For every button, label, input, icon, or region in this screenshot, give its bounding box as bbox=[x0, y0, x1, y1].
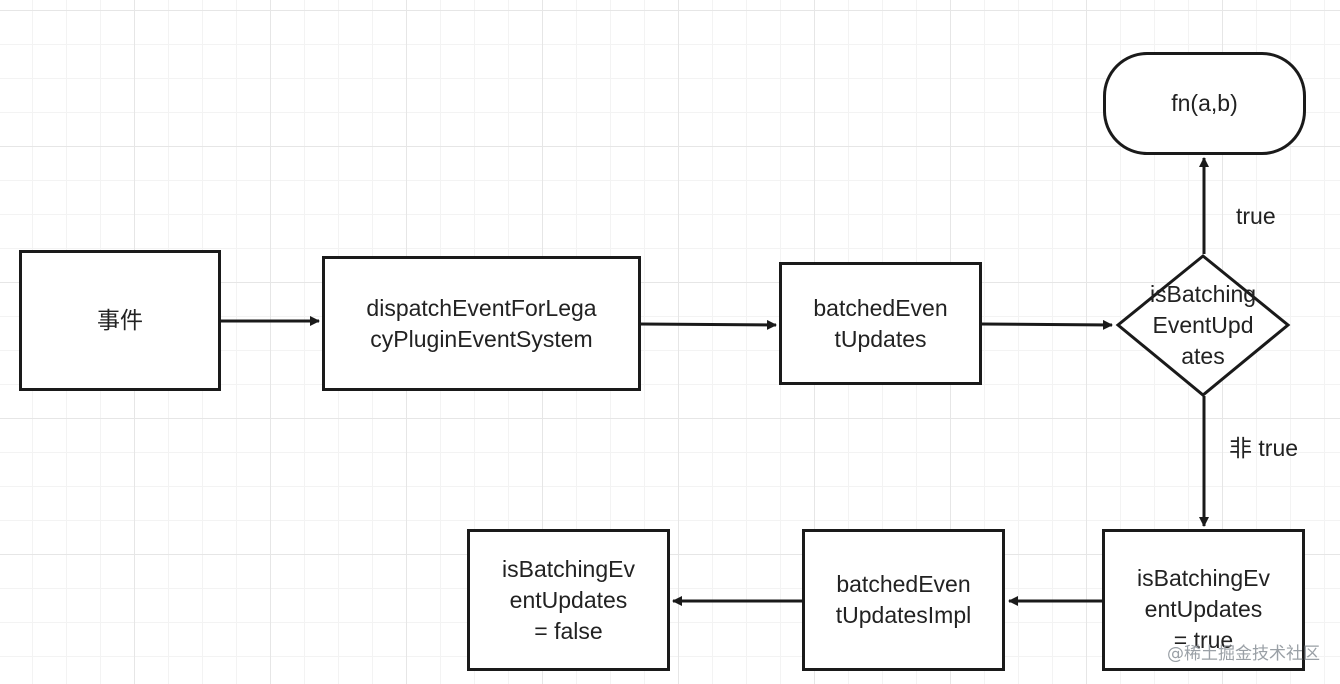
node-dispatch-event-label: dispatchEventForLega cyPluginEventSystem bbox=[366, 294, 597, 352]
watermark: @稀土掘金技术社区 bbox=[1167, 644, 1320, 664]
edge-label-true: true bbox=[1236, 203, 1276, 229]
decision-label: isBatching EventUpd ates bbox=[1149, 281, 1257, 369]
node-set-batching-false: isBatchingEv entUpdates = false bbox=[467, 529, 670, 671]
node-fn-terminal-label: fn(a,b) bbox=[1171, 90, 1238, 116]
node-set-batching-false-label: isBatchingEv entUpdates = false bbox=[502, 555, 635, 644]
edge-label-not-true: 非 true bbox=[1229, 435, 1299, 461]
arrow-dispatch-to-batched bbox=[639, 319, 777, 330]
node-batched-event-updates-label: batchedEven tUpdates bbox=[813, 294, 948, 352]
node-event-label: 事件 bbox=[97, 307, 143, 333]
arrow-batched-to-decision bbox=[980, 319, 1113, 330]
node-set-batching-true: isBatchingEv entUpdates = true bbox=[1102, 529, 1305, 671]
node-dispatch-event: dispatchEventForLega cyPluginEventSystem bbox=[322, 256, 641, 391]
decision-diamond bbox=[1115, 254, 1291, 397]
node-batched-updates-impl-label: batchedEven tUpdatesImpl bbox=[835, 571, 972, 628]
node-fn-terminal: fn(a,b) bbox=[1103, 52, 1306, 155]
node-batched-event-updates: batchedEven tUpdates bbox=[779, 262, 982, 385]
node-batched-updates-impl: batchedEven tUpdatesImpl bbox=[802, 529, 1005, 671]
node-set-batching-true-label: isBatchingEv entUpdates = true bbox=[1137, 564, 1270, 653]
node-event: 事件 bbox=[19, 250, 221, 391]
